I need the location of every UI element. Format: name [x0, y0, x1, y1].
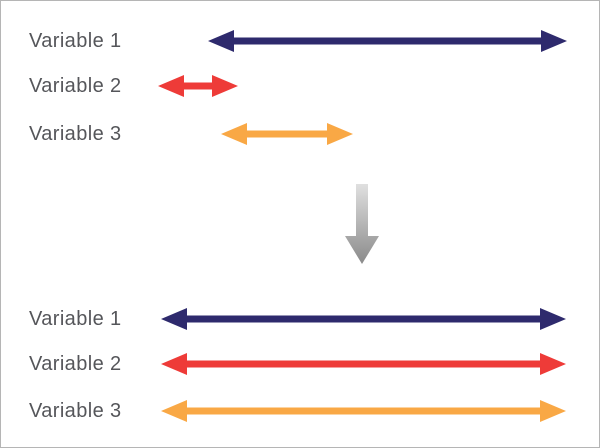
double-arrow: [161, 353, 566, 375]
variable-row: Variable 3: [1, 114, 599, 154]
variable-row: Variable 2: [1, 66, 599, 106]
variable-label: Variable 1: [29, 308, 122, 330]
variable-row: Variable 3: [1, 391, 599, 431]
double-arrow: [158, 75, 238, 97]
double-arrow: [208, 30, 567, 52]
variable-row: Variable 1: [1, 299, 599, 339]
double-arrow: [161, 308, 566, 330]
variable-row: Variable 2: [1, 344, 599, 384]
variable-label: Variable 3: [29, 400, 122, 422]
down-arrow-icon: [345, 184, 379, 264]
variable-label: Variable 2: [29, 353, 122, 375]
double-arrow: [221, 123, 353, 145]
double-arrow: [161, 400, 566, 422]
variable-row: Variable 1: [1, 21, 599, 61]
variable-label: Variable 1: [29, 30, 122, 52]
variable-label: Variable 2: [29, 75, 122, 97]
variable-label: Variable 3: [29, 123, 122, 145]
